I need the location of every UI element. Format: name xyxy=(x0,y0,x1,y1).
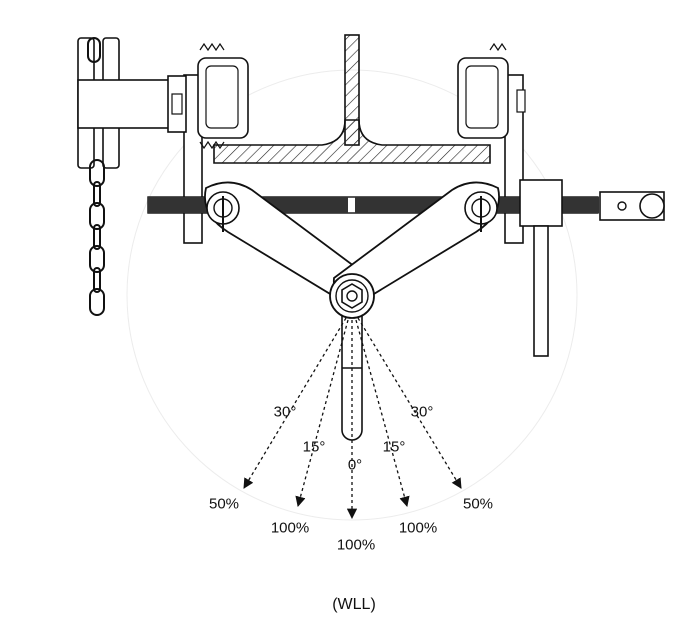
spindle-handle xyxy=(519,179,665,357)
angle-label-right-15: 15° xyxy=(382,438,406,456)
load-label-center-100: 100% xyxy=(336,536,376,554)
arrow-left-15 xyxy=(295,319,349,508)
angle-label-left-30: 30° xyxy=(273,403,297,421)
angle-label-right-30: 30° xyxy=(410,403,434,421)
i-beam xyxy=(213,34,491,164)
angle-label-center-0: 0° xyxy=(347,456,363,474)
load-label-left-100: 100% xyxy=(270,519,310,537)
wll-caption: (WLL) xyxy=(332,596,376,613)
chain-wheel-assembly xyxy=(77,37,187,169)
load-label-right-100: 100% xyxy=(398,519,438,537)
right-side-plate xyxy=(457,42,526,244)
arrow-right-15 xyxy=(355,319,410,508)
left-side-plate xyxy=(183,42,249,244)
load-angle-arrows xyxy=(243,317,462,520)
hand-chain xyxy=(87,37,105,316)
angle-label-left-15: 15° xyxy=(302,438,326,456)
load-label-left-50: 50% xyxy=(208,495,240,513)
load-shackle xyxy=(329,273,375,441)
load-label-right-50: 50% xyxy=(462,495,494,513)
arrow-right-30 xyxy=(357,317,462,489)
